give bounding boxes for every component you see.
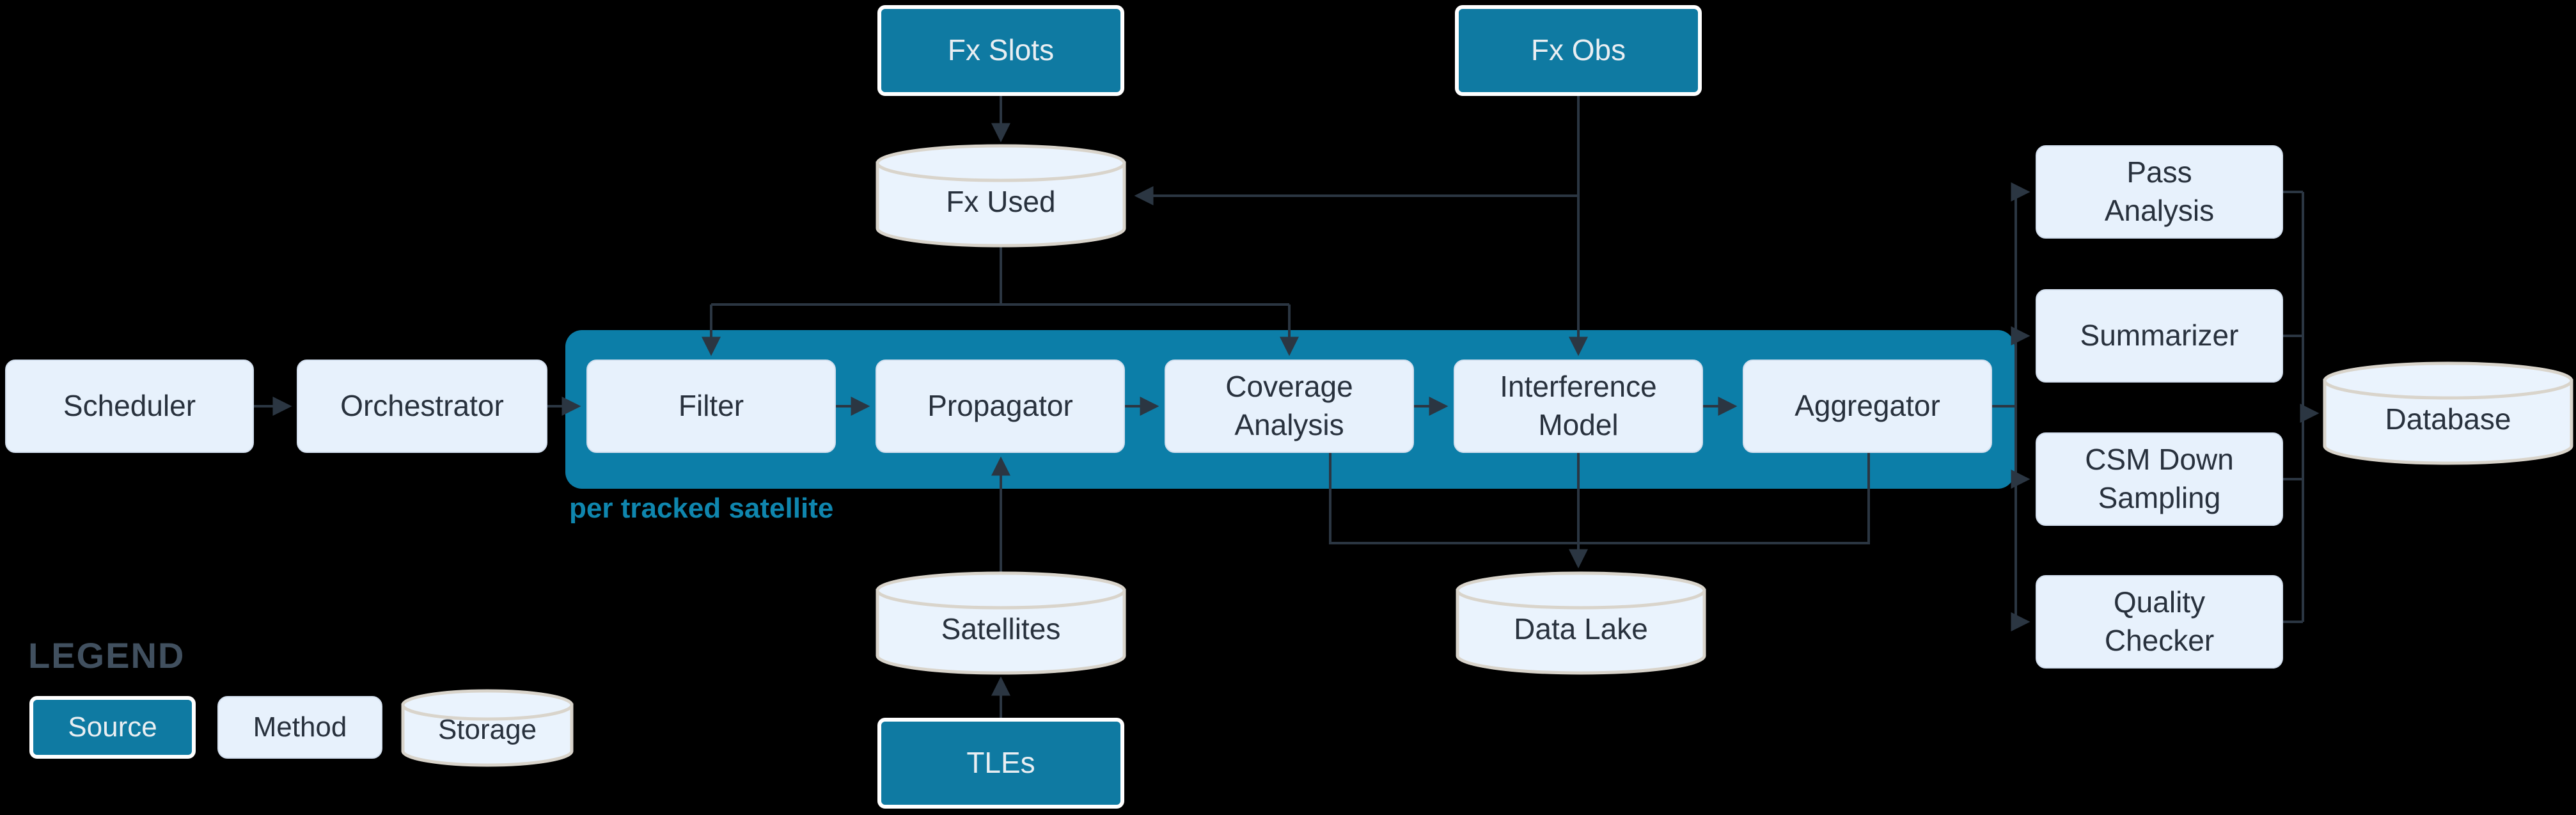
node-pass-analysis: Pass Analysis: [2036, 145, 2283, 239]
storage-satellites: [876, 571, 1126, 675]
node-filter: Filter: [586, 360, 836, 453]
node-propagator: Propagator: [876, 360, 1125, 453]
legend-item-method: Method: [217, 696, 382, 759]
node-interference-model: Interference Model: [1454, 360, 1703, 453]
node-orchestrator-label: Orchestrator: [340, 389, 504, 423]
edge-collect-trunk: [2283, 191, 2304, 623]
node-fx-obs: Fx Obs: [1455, 5, 1702, 96]
node-csm-down-sampling: CSM Down Sampling: [2036, 432, 2283, 526]
node-csm-down-sampling-label: CSM Down Sampling: [2085, 443, 2234, 514]
node-interference-model-label: Interference Model: [1500, 370, 1657, 441]
legend-item-source-label: Source: [68, 711, 157, 743]
node-orchestrator: Orchestrator: [297, 360, 547, 453]
node-summarizer: Summarizer: [2036, 289, 2283, 383]
edge-aggregator-out: [1992, 192, 2017, 622]
node-tles-label: TLEs: [966, 746, 1035, 780]
node-scheduler-label: Scheduler: [63, 389, 196, 423]
node-pass-analysis-label: Pass Analysis: [2104, 155, 2215, 227]
storage-database: [2323, 361, 2573, 465]
node-scheduler: Scheduler: [5, 360, 254, 453]
legend-item-source: Source: [29, 696, 196, 759]
node-quality-checker: Quality Checker: [2036, 575, 2283, 669]
node-coverage-analysis-label: Coverage Analysis: [1225, 370, 1353, 441]
node-summarizer-label: Summarizer: [2080, 319, 2239, 352]
edge-coverage-aggregator-join: [1329, 453, 1870, 544]
node-aggregator: Aggregator: [1743, 360, 1992, 453]
node-coverage-analysis: Coverage Analysis: [1165, 360, 1414, 453]
node-fx-obs-label: Fx Obs: [1530, 33, 1626, 67]
edge-fx-used-split-trunk: [711, 246, 1289, 306]
per-satellite-container-label: per tracked satellite: [569, 493, 834, 524]
node-satellites-label: Satellites: [941, 612, 1061, 645]
node-data-lake-label: Data Lake: [1514, 612, 1648, 645]
storage-fx-used: [876, 144, 1126, 248]
storage-data-lake: [1456, 571, 1706, 675]
node-fx-used-label: Fx Used: [946, 185, 1056, 218]
node-fx-slots-label: Fx Slots: [947, 33, 1055, 67]
node-quality-checker-label: Quality Checker: [2104, 585, 2215, 657]
node-aggregator-label: Aggregator: [1795, 389, 1940, 423]
node-propagator-label: Propagator: [927, 389, 1073, 423]
legend-item-method-label: Method: [253, 711, 347, 743]
node-filter-label: Filter: [678, 389, 744, 423]
legend-item-storage-label: Storage: [437, 714, 537, 745]
node-fx-slots: Fx Slots: [877, 5, 1124, 96]
node-tles: TLEs: [877, 718, 1124, 809]
legend-title: LEGEND: [28, 635, 185, 676]
node-database-label: Database: [2385, 402, 2511, 436]
legend-storage-cylinder: [401, 689, 574, 767]
